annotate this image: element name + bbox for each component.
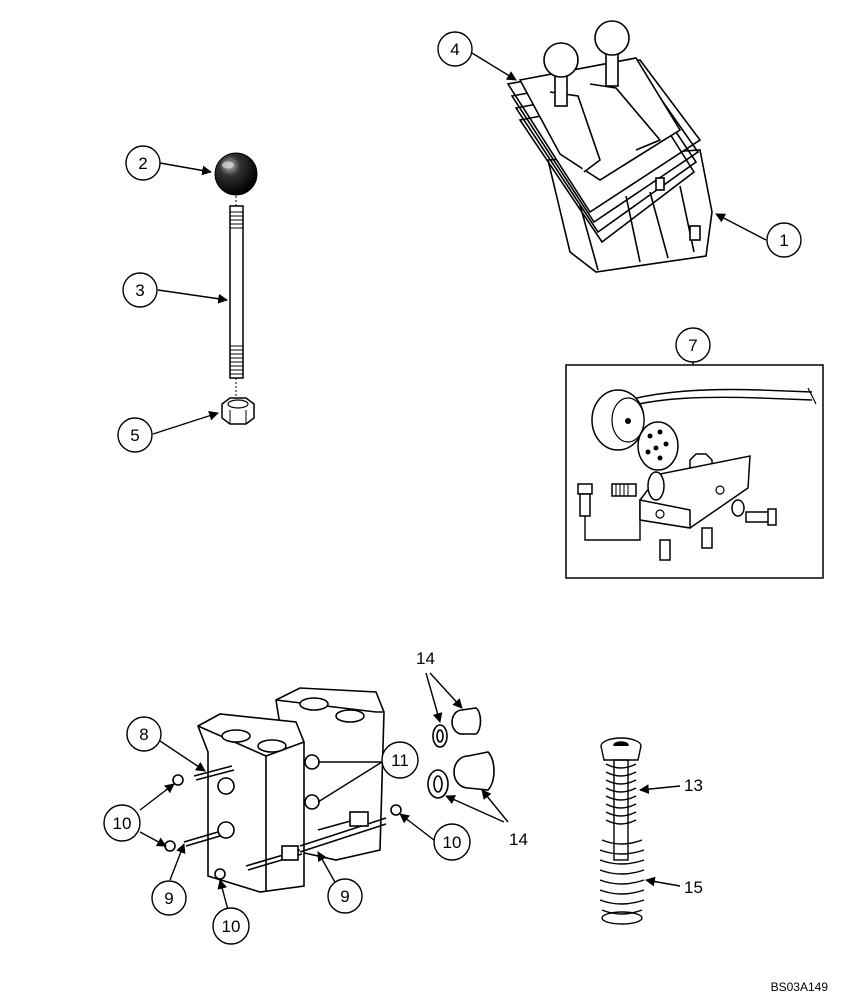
leader-lines xyxy=(139,52,767,911)
callout-2: 2 xyxy=(125,145,161,181)
callout-1: 1 xyxy=(766,222,802,258)
svg-text:7: 7 xyxy=(688,336,697,355)
callout-10-right: 10 xyxy=(433,823,471,861)
reference-code: BS03A149 xyxy=(770,980,828,994)
callout-10-left: 10 xyxy=(103,804,141,842)
hex-nut-part xyxy=(221,397,255,425)
label-14-top: 14 xyxy=(416,649,435,668)
plug-seal-parts xyxy=(427,707,495,799)
callout-7: 7 xyxy=(675,327,711,363)
callout-4: 4 xyxy=(437,31,473,67)
callout-10-bottom: 10 xyxy=(212,907,250,945)
knob-ball-part xyxy=(214,152,258,196)
svg-text:9: 9 xyxy=(340,887,349,906)
svg-text:10: 10 xyxy=(113,814,132,833)
valve-block-assembly xyxy=(164,687,402,893)
svg-text:2: 2 xyxy=(138,154,147,173)
svg-text:3: 3 xyxy=(135,281,144,300)
threaded-rod-part xyxy=(229,196,244,396)
spring-stack-parts xyxy=(599,737,645,925)
callout-9-left: 9 xyxy=(151,880,187,916)
joystick-assembly-part xyxy=(506,20,713,273)
callout-5: 5 xyxy=(117,417,153,453)
label-14-bottom: 14 xyxy=(509,830,528,849)
svg-text:10: 10 xyxy=(443,833,462,852)
callout-11: 11 xyxy=(381,741,419,779)
svg-text:10: 10 xyxy=(222,917,241,936)
callout-8: 8 xyxy=(126,716,162,752)
svg-text:4: 4 xyxy=(450,40,459,59)
label-13: 13 xyxy=(684,776,703,795)
callout-9-right: 9 xyxy=(327,878,363,914)
svg-text:1: 1 xyxy=(779,231,788,250)
svg-text:11: 11 xyxy=(391,751,409,770)
svg-text:5: 5 xyxy=(130,426,139,445)
callout-3: 3 xyxy=(122,272,158,308)
switch-inset-box xyxy=(565,364,824,579)
svg-text:8: 8 xyxy=(139,725,148,744)
label-15: 15 xyxy=(684,878,703,897)
svg-text:9: 9 xyxy=(164,889,173,908)
